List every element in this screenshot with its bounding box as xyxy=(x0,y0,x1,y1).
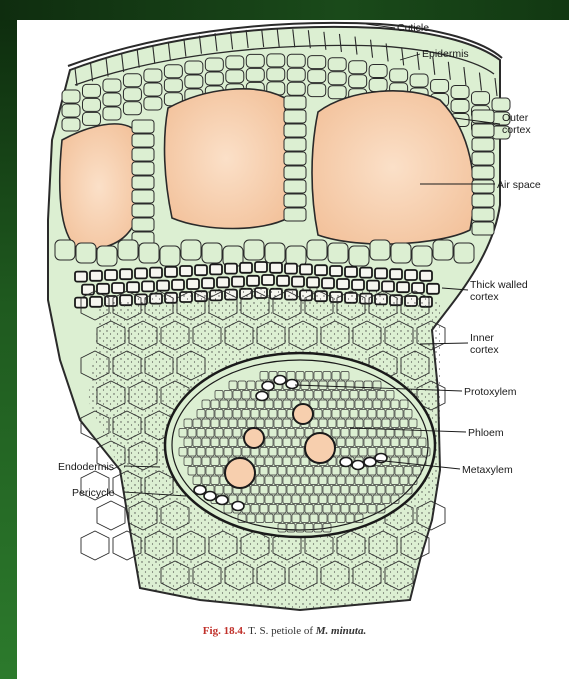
label-endodermis: Endodermis xyxy=(58,461,114,473)
label-outer-cortex-2: cortex xyxy=(502,124,531,136)
label-pericycle: Pericycle xyxy=(72,487,115,499)
figure-caption: Fig. 18.4. T. S. petiole of M. minuta. xyxy=(0,625,569,637)
label-protoxylem: Protoxylem xyxy=(464,386,517,398)
metaxylem-vessel-3 xyxy=(305,433,335,463)
metaxylem-vessel-2 xyxy=(244,428,264,448)
vascular-stele xyxy=(165,353,435,537)
label-metaxylem: Metaxylem xyxy=(462,464,513,476)
caption-text: T. S. petiole of xyxy=(248,625,313,637)
label-thick-walled-1: Thick walled xyxy=(470,279,528,291)
air-space-middle xyxy=(165,89,288,229)
figure-number: Fig. 18.4. xyxy=(203,625,246,637)
label-inner-cortex-1: Inner xyxy=(470,332,494,344)
label-phloem: Phloem xyxy=(468,427,504,439)
air-space-left xyxy=(60,124,138,250)
species-name: M. minuta. xyxy=(316,625,366,637)
label-air-space: Air space xyxy=(497,179,541,191)
metaxylem-vessel-1 xyxy=(225,458,255,488)
metaxylem-vessel-4 xyxy=(293,404,313,424)
label-outer-cortex-1: Outer xyxy=(502,112,529,124)
label-thick-walled-2: cortex xyxy=(470,291,499,303)
label-inner-cortex-2: cortex xyxy=(470,344,499,356)
label-epidermis: Epidermis xyxy=(422,48,469,60)
label-cuticle: Cuticle xyxy=(397,22,429,34)
air-space-right xyxy=(312,91,474,244)
